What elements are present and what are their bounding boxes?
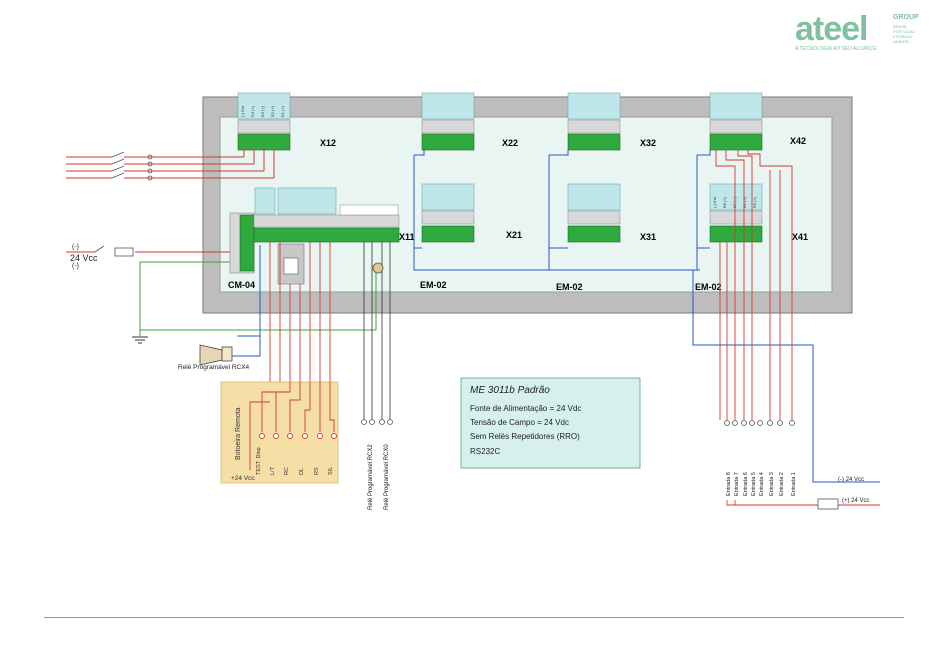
right-minus-supply: (-) 24 Vcc: [838, 477, 864, 483]
label-x11: X11: [399, 232, 415, 242]
green-ground-wires: [139, 261, 377, 336]
ground-symbol-icon: [132, 336, 148, 344]
label-x42: X42: [790, 136, 806, 146]
info-line-2: Tensão de Campo = 24 Vdc: [470, 418, 569, 427]
x41-pin-label-3: E7 (+): [732, 196, 737, 208]
label-x12: X12: [320, 138, 336, 148]
relay-rcx4-label: Relé Programável RCX4: [178, 364, 250, 371]
logo-tagline: A TECNOLOGIA AO SEU ALCANCE: [795, 46, 877, 52]
switch-contacts-icon: [94, 151, 153, 257]
power-minus-top: (-): [72, 244, 79, 251]
info-line-3: Sem Relés Repetidores (RRO): [470, 432, 580, 441]
right-plus-supply: (+) 24 Vcc: [842, 498, 870, 504]
horn-icon: [199, 344, 233, 366]
x12-pin-label-5: E1 (+): [280, 105, 285, 117]
x12-pin-label-3: E3 (+): [260, 105, 265, 117]
connector-x21: [421, 183, 475, 243]
botoeira-btn-label-2: L/T: [270, 466, 276, 475]
botoeira-button-icons: [259, 433, 337, 439]
fuse-icon: [372, 262, 384, 274]
info-line-1: Fonte de Alimentação = 24 Vdc: [470, 404, 581, 413]
logo-group: GROUP: [893, 14, 919, 21]
relay-rcx2-label: Relé Programável RCX2: [368, 444, 374, 510]
label-x22: X22: [502, 138, 518, 148]
entrada-6: Entrada 6: [743, 472, 749, 496]
connector-x32: [567, 92, 621, 151]
entrada-8: Entrada 8: [726, 472, 732, 496]
botoeira-btn-label-3: RC: [284, 467, 290, 475]
label-x32: X32: [640, 138, 656, 148]
botoeira-btn-label-4: DL: [299, 468, 305, 475]
connector-x22: [421, 92, 475, 151]
entrada-5: Entrada 5: [751, 472, 757, 496]
info-line-4: RS232C: [470, 447, 500, 456]
label-x41: X41: [792, 232, 808, 242]
logo-subtitle: BRASIL · PORTUGAL · ESTADOS UNIDOS: [893, 24, 918, 44]
botoeira-box: [220, 381, 339, 484]
power-minus-bottom: (-): [72, 263, 79, 270]
botoeira-btn-label-5: RS: [314, 467, 320, 475]
entrada-4: Entrada 4: [759, 472, 765, 496]
red-right-wires: [715, 150, 880, 506]
relay-rcx-terminals-icon: [361, 419, 393, 425]
label-em02-b: EM-02: [556, 282, 583, 292]
botoeira-btn-label-6: SIL: [328, 467, 334, 475]
relay-rcx0-label: Relé Programável RCX0: [384, 444, 390, 510]
entrada-1: Entrada 1: [791, 472, 797, 496]
label-em02-c: EM-02: [695, 282, 722, 292]
x41-pin-label-1: (-) Ent: [712, 196, 717, 208]
x41-pin-label-5: E5 (+): [752, 196, 757, 208]
input-terminals-icon: [724, 420, 795, 426]
label-x21: X21: [506, 230, 522, 240]
blue-bus-wires: [237, 150, 832, 483]
logo-wordmark: ateel: [795, 10, 868, 48]
label-em02-a: EM-02: [420, 280, 447, 290]
connector-x12: (-) Ent E4 (+) E3 (+) E2 (+) E1 (+): [237, 92, 291, 151]
connector-x41: (-) Ent E8 (+) E7 (+) E6 (+) E5 (+): [709, 183, 763, 243]
info-title: ME 3011b Padrão: [470, 385, 550, 396]
botoeira-title: Botoeira Remota: [235, 407, 242, 460]
red-left-wires: [66, 148, 275, 253]
resistor-icon: [817, 498, 839, 510]
x12-pin-label-1: (-) Ent: [240, 105, 245, 117]
botoeira-supply: +24 Vcc: [231, 475, 255, 482]
x12-pin-label-2: E4 (+): [250, 105, 255, 117]
entrada-7: Entrada 7: [734, 472, 740, 496]
botoeira-wires: [249, 382, 335, 470]
info-box: [460, 377, 641, 469]
botoeira-btn-label-1: TEST. Disp: [256, 447, 262, 475]
company-logo: ateel GROUP BRASIL · PORTUGAL · ESTADOS …: [795, 10, 919, 55]
label-x31: X31: [640, 232, 656, 242]
label-cm04: CM-04: [228, 280, 255, 290]
relay-rcx-wires: [363, 242, 391, 420]
x41-pin-label-4: E6 (+): [742, 196, 747, 208]
x12-pin-label-4: E2 (+): [270, 105, 275, 117]
power-supply-label: 24 Vcc: [70, 253, 98, 263]
cm04-block: [229, 187, 400, 285]
red-x11-wires: [269, 242, 331, 402]
x41-pin-label-2: E8 (+): [722, 196, 727, 208]
connector-x31: [567, 183, 621, 243]
connector-x42: [709, 92, 763, 151]
entrada-2: Entrada 2: [779, 472, 785, 496]
entrada-3: Entrada 3: [769, 472, 775, 496]
footer-divider: [44, 617, 904, 618]
